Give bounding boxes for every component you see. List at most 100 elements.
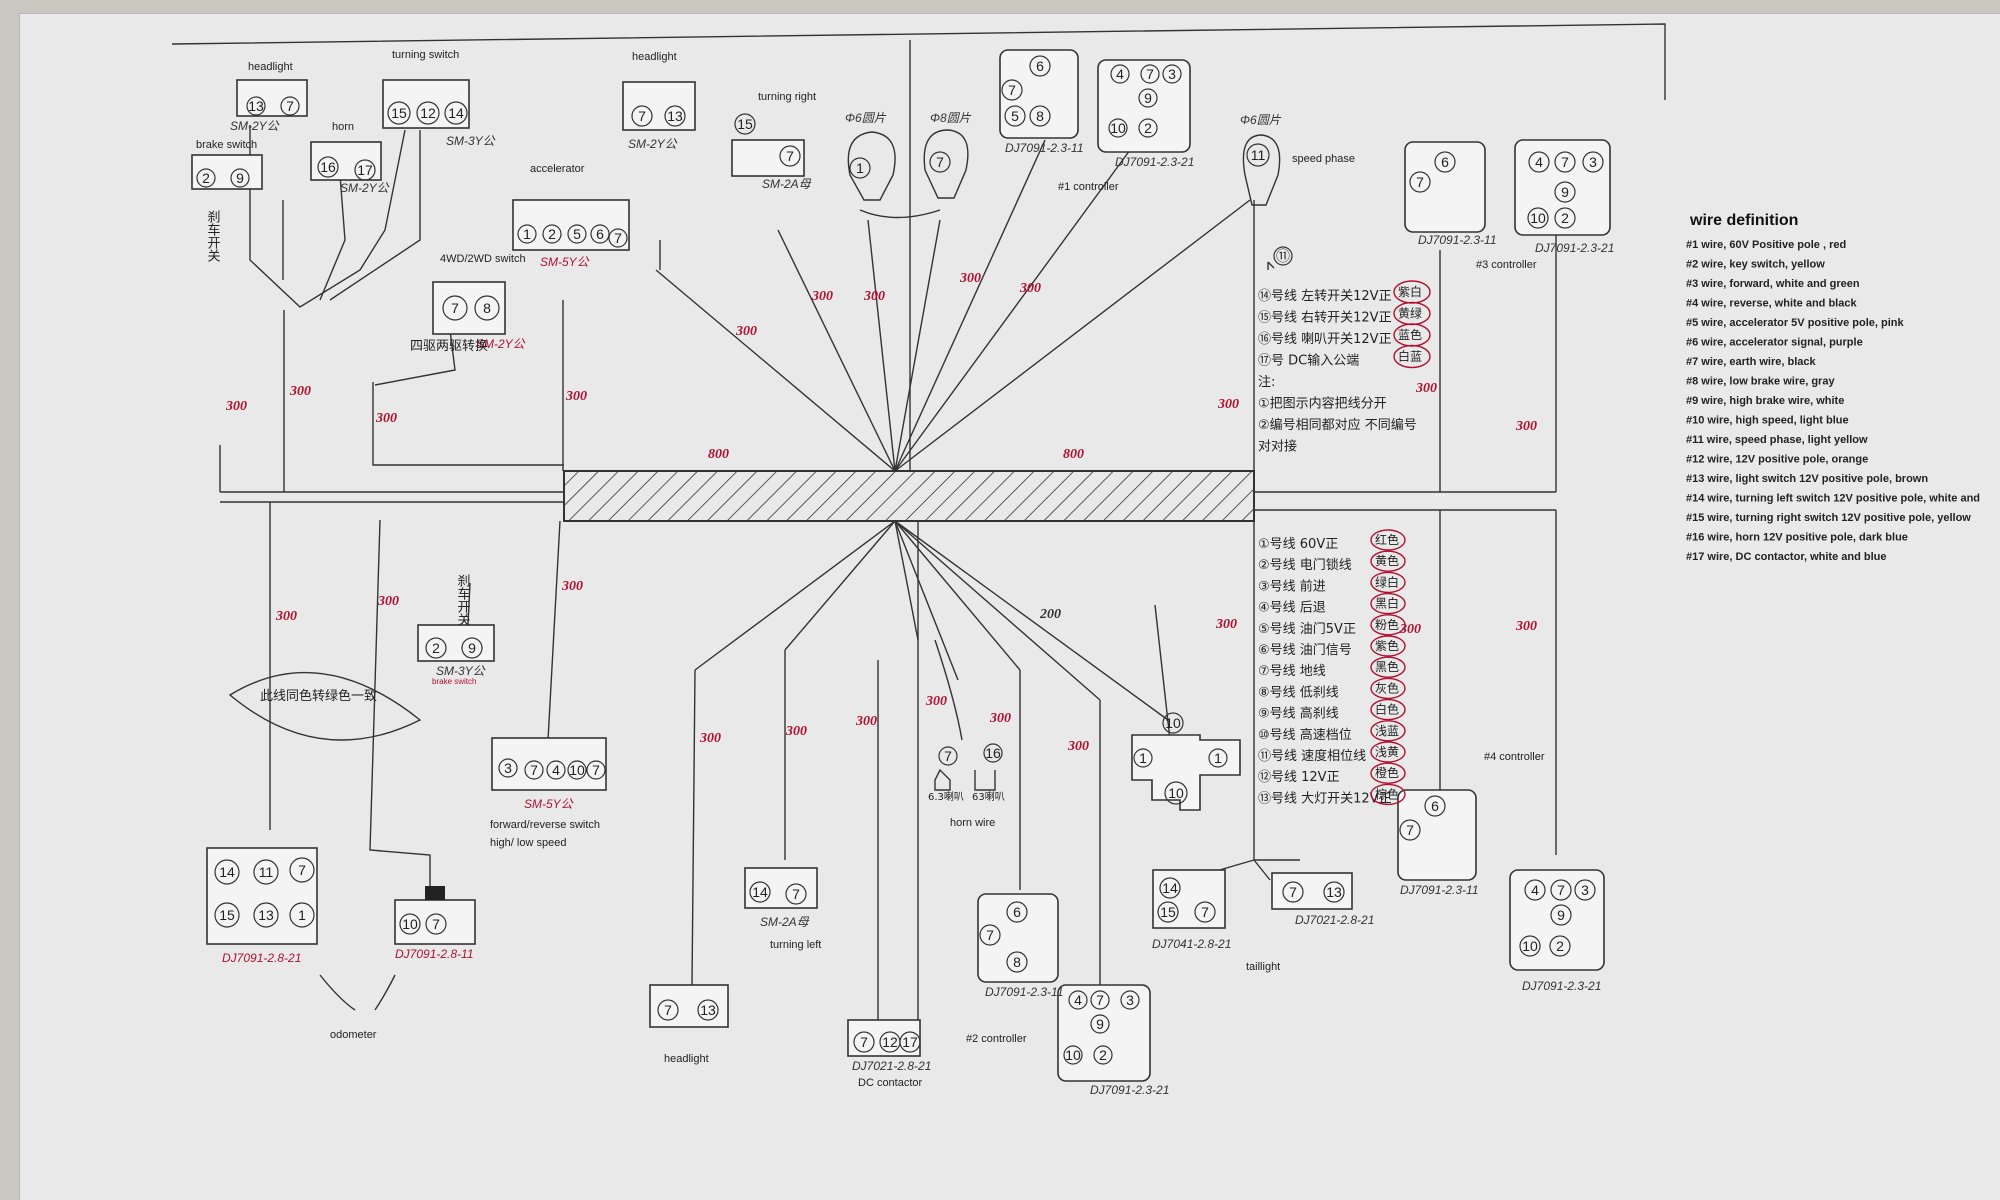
- note-bottom-line: ①号线 60V正: [1258, 537, 1338, 552]
- code-dj-11-b: DJ7091-2.3-11: [1418, 233, 1497, 247]
- svg-text:7: 7: [1416, 174, 1424, 190]
- svg-text:9: 9: [1144, 90, 1152, 106]
- svg-text:17: 17: [357, 162, 373, 178]
- wire-definition-item: #15 wire, turning right switch 12V posit…: [1686, 512, 1971, 524]
- svg-text:7: 7: [1289, 884, 1297, 900]
- svg-text:13: 13: [1326, 884, 1342, 900]
- note-bottom-line: ⑥号线 油门信号: [1258, 643, 1352, 658]
- svg-text:2: 2: [1144, 120, 1152, 136]
- svg-text:9: 9: [1561, 184, 1569, 200]
- note-bottom-line: ③号线 前进: [1258, 578, 1326, 594]
- wire-definition-title: wire definition: [1689, 212, 1798, 229]
- svg-text:10: 10: [1110, 120, 1126, 136]
- wire-definition: wire definition #1 wire, 60V Positive po…: [1686, 212, 1980, 563]
- connector-cross-shaped: 10 1 1 10: [1131, 712, 1241, 811]
- wire-definition-item: #7 wire, earth wire, black: [1686, 356, 1817, 368]
- connector-taillight-b: 7 13: [1271, 872, 1353, 910]
- note-color-mark: [1370, 783, 1406, 806]
- wire-definition-item: #1 wire, 60V Positive pole , red: [1686, 239, 1846, 251]
- svg-text:4: 4: [1074, 992, 1082, 1008]
- labels-layer: headlight turning switch brake switch ho…: [196, 49, 1545, 1089]
- wire-definition-item: #13 wire, light switch 12V positive pole…: [1686, 473, 1928, 485]
- svg-text:14: 14: [1162, 880, 1178, 896]
- connector-odometer-right: 10 7: [394, 886, 476, 945]
- svg-text:14: 14: [219, 864, 235, 880]
- svg-text:4: 4: [1535, 154, 1543, 170]
- connector-controller-1-large: 4 7 3 9 10 2: [1097, 59, 1191, 153]
- note-bottom-line: ④号线 后退: [1258, 601, 1326, 616]
- svg-text:7: 7: [614, 230, 622, 246]
- length-l300-4: 300: [565, 389, 587, 404]
- codes-layer: SM-3Y公 SM-2Y公 SM-2Y公 SM-2Y公 SM-2A母 SM-5Y…: [222, 111, 1614, 1097]
- length-l300-22: 300: [1215, 617, 1237, 632]
- svg-text:1: 1: [1139, 750, 1147, 766]
- connector-dc-contactor: 7 12 17: [847, 1019, 921, 1057]
- svg-text:3: 3: [1168, 66, 1176, 82]
- wire-definition-item: #6 wire, accelerator signal, purple: [1686, 337, 1863, 349]
- length-l300-12: 300: [1515, 419, 1537, 434]
- connector-turning-left: 14 7: [744, 867, 818, 909]
- svg-text:7: 7: [860, 1034, 868, 1050]
- code-dj-11-a: DJ7091-2.3-11: [1005, 141, 1084, 155]
- svg-text:10: 10: [1530, 210, 1546, 226]
- code-dj-21-d: DJ7091-2.3-21: [1522, 979, 1601, 993]
- connector-controller-3-small: 6 7: [1404, 141, 1486, 233]
- odometer-bracket: [319, 974, 396, 1011]
- svg-text:7: 7: [944, 748, 952, 764]
- side-note-11: ⑪: [1276, 248, 1290, 264]
- note-top-color: 黄绿: [1398, 306, 1422, 321]
- label-fr-switch-1: forward/reverse switch: [490, 819, 600, 831]
- note-bottom-color: 橙色: [1375, 765, 1399, 780]
- length-l300-13: 300: [275, 609, 297, 624]
- length-l300-21: 300: [1067, 739, 1089, 754]
- note-bottom-color: 紫色: [1375, 639, 1399, 653]
- ring-terminal-a: 1: [847, 131, 896, 201]
- note-color-mark: [1370, 741, 1406, 763]
- code-dj-odo-11: DJ7091-2.8-11: [395, 947, 474, 961]
- code-sm2y-d: SM-2Y公: [476, 337, 526, 351]
- note-bottom-line: ⑫号线 12V正: [1258, 770, 1340, 785]
- code-dj-21-c: DJ7091-2.3-21: [1090, 1083, 1169, 1097]
- ring-terminal-speed: 11: [1242, 134, 1281, 206]
- svg-text:12: 12: [882, 1034, 898, 1050]
- svg-text:9: 9: [1096, 1016, 1104, 1032]
- svg-text:7: 7: [1008, 82, 1016, 98]
- svg-text:5: 5: [1011, 108, 1019, 124]
- svg-text:2: 2: [1099, 1047, 1107, 1063]
- code-ring-a: Φ6圆片: [845, 111, 887, 125]
- code-dj-21-a: DJ7091-2.3-21: [1115, 155, 1194, 169]
- wire-definition-item: #16 wire, horn 12V positive pole, dark b…: [1686, 532, 1908, 544]
- note-bottom-color: 浅蓝: [1375, 724, 1399, 738]
- label-4wd-switch: 4WD/2WD switch: [440, 253, 526, 265]
- note-bottom-line: ⑩号线 高速档位: [1258, 727, 1352, 743]
- connector-horn-wire: 7 16: [934, 743, 1003, 791]
- length-l300-10: 300: [1217, 397, 1239, 412]
- code-sm2-mu: SM-2A母: [762, 177, 812, 191]
- svg-text:7: 7: [1096, 992, 1104, 1008]
- length-l300-3: 300: [375, 411, 397, 426]
- svg-text:7: 7: [792, 886, 800, 902]
- code-ring-c: Φ6圆片: [1240, 113, 1282, 127]
- code-sm5y-b: SM-5Y公: [524, 797, 574, 811]
- note-color-mark: [1370, 698, 1406, 721]
- code-dj-tail-b: DJ7021-2.8-21: [1295, 913, 1374, 927]
- svg-text:7: 7: [432, 916, 440, 932]
- svg-text:2: 2: [432, 640, 440, 656]
- note-bottom-color: 白色: [1375, 702, 1399, 717]
- svg-text:12: 12: [420, 105, 436, 121]
- length-l300-6: 300: [811, 289, 833, 304]
- svg-text:10: 10: [569, 762, 585, 778]
- note-top-line: ⑰号 DC输入公端: [1258, 353, 1359, 369]
- length-l300-11: 300: [1415, 381, 1437, 396]
- svg-text:4: 4: [1116, 66, 1124, 82]
- svg-text:7: 7: [1201, 904, 1209, 920]
- connector-controller-4-small: 6 7: [1397, 789, 1477, 881]
- note-top-line: ⑯号线 喇叭开关12V正: [1258, 332, 1392, 347]
- note-bottom-color: 灰色: [1375, 681, 1399, 695]
- length-l300-7: 300: [863, 289, 885, 304]
- wire-definition-item: #5 wire, accelerator 5V positive pole, p…: [1686, 317, 1905, 329]
- connector-horn-top: 16 17: [310, 141, 382, 181]
- code-dj-odo-21: DJ7091-2.8-21: [222, 951, 301, 965]
